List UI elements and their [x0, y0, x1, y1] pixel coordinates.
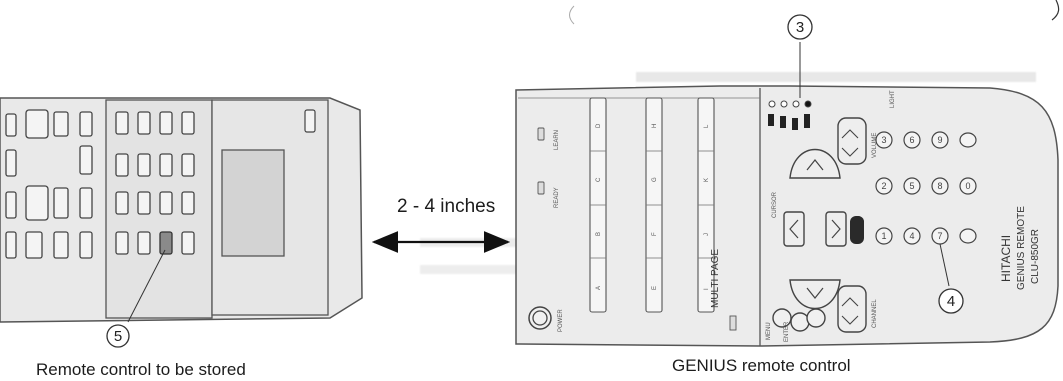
- key-label-e: E: [652, 286, 658, 290]
- power-button: [528, 306, 552, 330]
- power-label: POWER: [558, 309, 564, 332]
- stored-remote-left-buttons: [5, 109, 93, 259]
- key-9-label: 9: [937, 135, 942, 145]
- ready-label: READY: [554, 187, 560, 208]
- genius-remote: A B C D E F G H I J K L READY LEARN POWE…: [515, 42, 1059, 347]
- menu-label: MENU: [766, 322, 772, 340]
- menu-enter-buttons: [772, 308, 826, 332]
- caption-stored-remote: Remote control to be stored: [36, 360, 246, 379]
- callout-4-label: 4: [947, 293, 955, 310]
- volume-label: VOLUME: [872, 133, 878, 158]
- cursor-arrows: [789, 159, 841, 299]
- letter-key-labels: A B C D E F G H I J K L: [596, 123, 710, 290]
- caption-genius-remote: GENIUS remote control: [672, 356, 851, 375]
- number-keys: [875, 131, 977, 245]
- key-label-a: A: [596, 286, 602, 290]
- callout-4: 4: [938, 288, 964, 314]
- key-7-label: 7: [937, 231, 942, 241]
- key-label-k: K: [704, 178, 710, 182]
- stored-button-highlighted: [159, 231, 173, 255]
- callout-3: 3: [787, 14, 813, 40]
- key-8-label: 8: [937, 181, 942, 191]
- key-4-label: 4: [909, 231, 914, 241]
- key-label-h: H: [652, 124, 658, 128]
- brand-label: HITACHI: [999, 235, 1013, 282]
- key-0-label: 0: [965, 181, 970, 191]
- top-bracket-fragment: [1051, 0, 1060, 21]
- channel-label: CHANNEL: [872, 299, 878, 328]
- key-label-b: B: [596, 232, 602, 236]
- callout-5: 5: [106, 324, 130, 348]
- key-label-l: L: [704, 124, 710, 128]
- ready-indicator: [537, 181, 545, 195]
- enter-label: ENTER: [784, 321, 790, 342]
- callout-3-label: 3: [796, 19, 804, 36]
- callout-5-label: 5: [114, 328, 122, 345]
- stored-remote-small-key: [304, 109, 316, 133]
- level-bars: [768, 114, 810, 130]
- number-key-labels: 3 6 9 2 5 8 0 1 4 7: [881, 135, 970, 241]
- stored-remote-keypad: [115, 111, 195, 255]
- key-label-d: D: [596, 123, 602, 128]
- key-label-j: J: [704, 233, 710, 236]
- led-indicators: [768, 100, 812, 108]
- multi-page-switch: [729, 315, 737, 331]
- tv-key: [852, 216, 864, 242]
- remote-to-be-stored: [0, 97, 363, 323]
- top-paren-fragment: [569, 5, 575, 25]
- key-5-label: 5: [909, 181, 914, 191]
- letter-key-dividers: [590, 150, 714, 259]
- learn-indicator: [537, 127, 545, 141]
- key-label-f: F: [652, 232, 658, 236]
- cursor-label: CURSOR: [772, 191, 778, 218]
- multi-page-label: MULTI PAGE: [710, 249, 721, 308]
- key-label-c: C: [596, 177, 602, 182]
- side-keys: [959, 132, 977, 244]
- distance-label: 2 - 4 inches: [397, 196, 495, 217]
- key-1-label: 1: [881, 231, 886, 241]
- learn-label: LEARN: [554, 130, 560, 150]
- cursor-pad: [783, 149, 847, 309]
- model-label: CLU-850GR: [1030, 229, 1041, 284]
- volume-rocker: [837, 117, 867, 165]
- light-label: LIGHT: [890, 90, 896, 108]
- key-label-g: G: [652, 177, 658, 182]
- stored-remote-display: [221, 149, 285, 257]
- key-2-label: 2: [881, 181, 886, 191]
- callout-4-leader: [939, 243, 950, 287]
- channel-rocker: [837, 285, 867, 333]
- key-label-i: I: [704, 288, 710, 290]
- key-6-label: 6: [909, 135, 914, 145]
- key-3-label: 3: [881, 135, 886, 145]
- callout-5-leader: [127, 249, 166, 323]
- product-name-label: GENIUS REMOTE: [1016, 206, 1027, 290]
